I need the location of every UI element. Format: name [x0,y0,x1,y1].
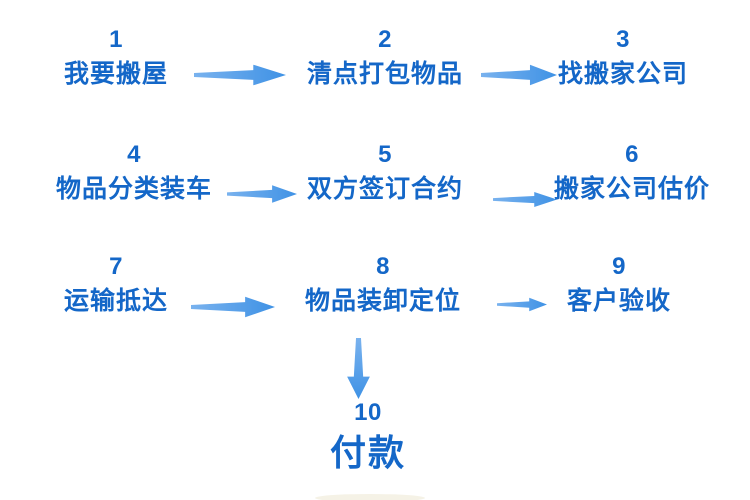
cutoff-bottom-shape [315,494,425,500]
step-label: 物品装卸定位 [304,287,461,315]
step-number: 4 [127,141,141,168]
step-number: 3 [616,26,630,53]
step-label: 双方签订合约 [306,175,463,203]
step-number: 6 [625,141,639,168]
arrow-step7-to-step8 [191,294,275,320]
step-10: 10 付款 [288,399,448,475]
step-label: 物品分类装车 [55,175,212,203]
right-arrow-icon [194,64,286,86]
step-number: 7 [109,253,123,280]
step-1: 1 我要搬屋 [36,26,196,89]
arrow-step1-to-step2 [194,62,286,88]
arrow-step4-to-step5 [227,183,297,205]
step-label: 客户验收 [566,287,671,315]
arrow-step8-to-step9 [497,296,547,313]
step-2: 2 清点打包物品 [303,26,467,89]
step-9: 9 客户验收 [539,253,699,316]
step-number: 10 [354,399,382,426]
step-number: 5 [378,141,392,168]
right-arrow-icon [191,296,275,318]
step-number: 8 [376,253,390,280]
step-label: 清点打包物品 [306,60,463,88]
step-5: 5 双方签订合约 [303,141,467,204]
right-arrow-icon [481,64,557,86]
step-number: 1 [109,26,123,53]
right-arrow-icon [227,185,297,203]
step-label: 运输抵达 [63,287,168,315]
step-4: 4 物品分类装车 [52,141,216,204]
step-label: 我要搬屋 [63,60,168,88]
step-6: 6 搬家公司估价 [548,141,716,204]
step-7: 7 运输抵达 [36,253,196,316]
down-arrow-icon [347,338,370,399]
step-label: 找搬家公司 [557,60,688,88]
arrow-step8-to-step10 [344,338,373,399]
right-arrow-icon [493,191,557,208]
step-8: 8 物品装卸定位 [301,253,465,316]
step-label: 付款 [329,432,406,473]
right-arrow-icon [497,297,547,312]
arrow-step2-to-step3 [481,62,557,88]
arrow-step5-to-step6 [493,190,557,209]
step-label: 搬家公司估价 [553,175,710,203]
step-number: 9 [612,253,626,280]
step-number: 2 [378,26,392,53]
step-3: 3 找搬家公司 [543,26,703,89]
